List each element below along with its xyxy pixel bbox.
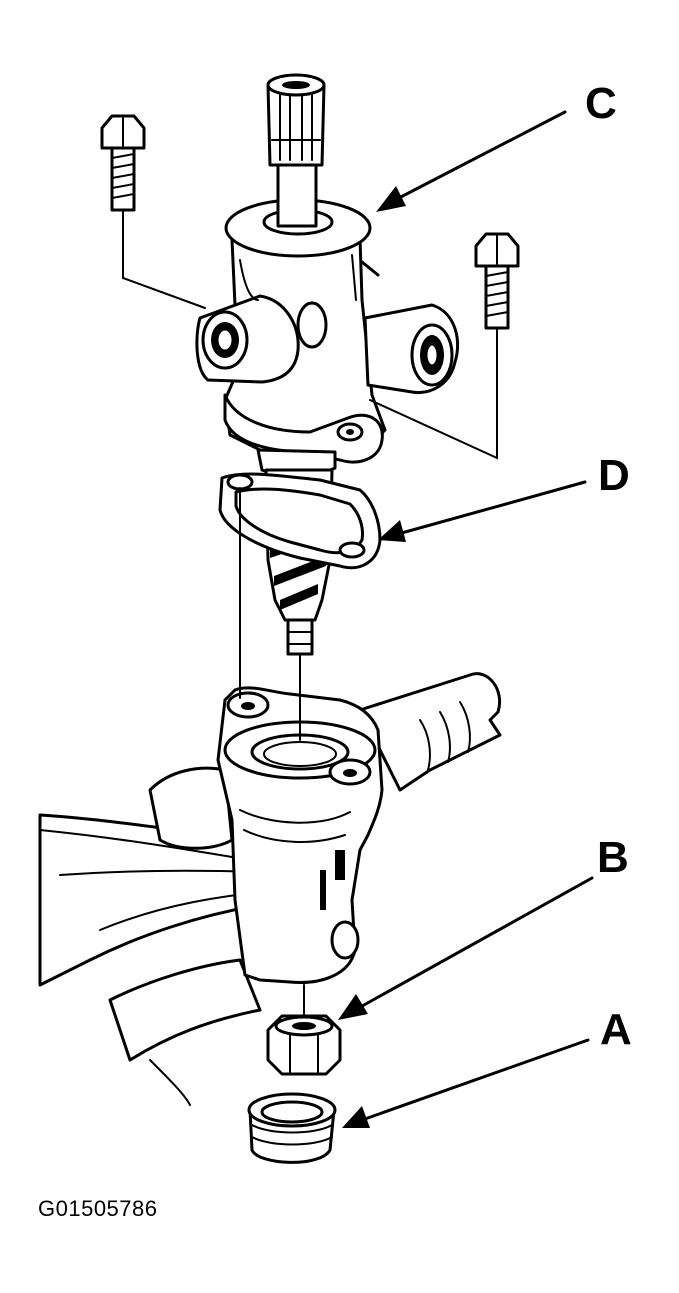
bolt-left (100, 114, 146, 212)
callout-label-c: C (585, 79, 617, 128)
callout-c: C (376, 79, 617, 212)
lock-nut (266, 1014, 342, 1076)
bolt-right (474, 232, 520, 330)
callout-d: D (378, 451, 630, 542)
figure-id-label: G01505786 (38, 1196, 158, 1221)
locknut-cap (247, 1092, 337, 1164)
callout-b: B (338, 833, 629, 1020)
input-shaft (266, 73, 326, 228)
valve-body (195, 198, 460, 478)
callout-a: A (342, 1005, 632, 1128)
callout-label-b: B (597, 833, 629, 882)
gasket (218, 472, 382, 570)
steering-rack-housing (38, 672, 502, 1106)
assembly-guide-lines (122, 211, 498, 1017)
callout-label-a: A (600, 1005, 632, 1054)
callout-label-d: D (598, 451, 630, 500)
